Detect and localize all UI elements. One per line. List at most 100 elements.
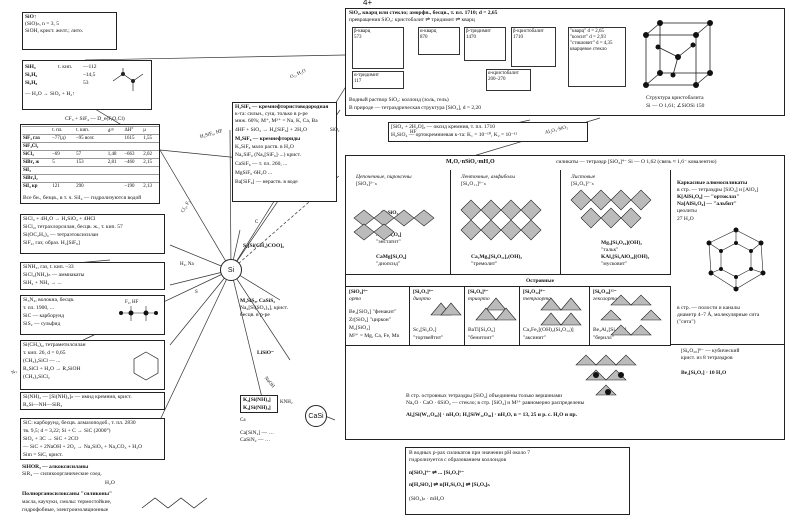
form-temp: 1710	[513, 35, 523, 40]
arrow-label: S	[195, 290, 198, 295]
form-box: α-тридимит 117	[352, 71, 404, 89]
arrow-label: HF	[410, 130, 417, 135]
silicates-formula: MₓOᵧ·nSiO₂·mH₂O	[446, 159, 495, 165]
framework-panel: Каркасные алюмосиликаты в стр. — тетраэд…	[671, 170, 784, 345]
form-box: β-кварц 573	[352, 27, 404, 69]
form-temp: 117	[354, 79, 362, 84]
sic-line: SiS₂ — сульфид	[23, 321, 61, 327]
sinh3-box: Si(NH)₂ — [Si(NH)₂]ₙ — имид кремния, кри…	[20, 392, 165, 410]
cell: 2,81	[106, 158, 124, 167]
framework-line: Na[AlSi₃O₈] — "альбит"	[677, 201, 737, 207]
sio2-title2: превращения SiO₂: кристобалит ⇌ тридимит…	[349, 17, 475, 23]
chain-item: "энстатит"	[376, 239, 401, 245]
form-box: α-кристобалит 200–270	[486, 69, 531, 91]
sio2-title: SiO₂, кварц или стекло; аморфн., бесцв.,…	[349, 10, 498, 16]
sic-main-box: SiC: карборунд, бесцв. алмазоподоб., т. …	[20, 418, 165, 460]
island-panel: [Si₆O₁₈]¹²⁻ гексаорто Be₃Al₂[Si₆O₁₈] "бе…	[590, 286, 671, 346]
cell	[106, 134, 124, 143]
silane-b-2: –14,5	[83, 72, 96, 78]
chain-title: Цепочечные, пироксены	[356, 174, 412, 180]
form-box: β-тридимит 1470	[464, 27, 506, 61]
island-item: "бенитоит"	[468, 335, 494, 341]
silox-line: SiHOR₃ — алкоксисиланы	[22, 464, 89, 470]
island-name: диорто	[413, 296, 431, 302]
cell: 57	[75, 150, 107, 159]
framework-bottom: диаметр 4–7 Å, молекулярные сита	[677, 312, 760, 318]
sio2-forms-list: "кварц" d = 2,65 "коэсит" d = 2,93 "стиш…	[568, 27, 626, 87]
organic-line: (CH₃)₃SiCl — ...	[23, 358, 61, 364]
halides-table-box: t. пл. t. кип. d²⁰ ΔH° μ SiF₄ газ–77(д)–…	[20, 124, 160, 204]
sic-main-line: тв. 9,5; d = 3,22; Si + C → SiC (2000°)	[23, 428, 111, 434]
framework-line: K[AlSi₃O₈] — "ортоклаз"	[677, 194, 740, 200]
chain-title: Ленточные, амфиболы	[461, 174, 516, 180]
note-line: "коэсит" d = 2,93	[570, 35, 606, 40]
chain-item: Mg₃[Si₄O₁₀](OH)₂	[601, 240, 642, 246]
silane-formula-1: SiH₄	[25, 64, 36, 70]
silane-note: — H₂O → SiO₂ + H₂↑	[25, 91, 75, 97]
chain-formula: [Si₂O₅]²⁻ₙ	[571, 181, 594, 187]
island-formula: [SiO₄]⁴⁻	[349, 289, 368, 295]
cell: SiBr₄ ж	[22, 158, 52, 167]
chain-title: Листовые	[571, 174, 596, 180]
silicone-line: Полиорганосилоксаны "силиконы"	[22, 491, 113, 497]
sich-label: S₂[Si(CH₃)COO]₄	[243, 243, 284, 249]
organic-line: т. кип. 26, d = 0,65	[23, 350, 66, 356]
ms-si-label: бесцв. в р-ре	[240, 312, 270, 318]
h2sif6-line: M₂SiF₆ — кремнефториды	[235, 136, 301, 142]
cell	[106, 182, 124, 190]
ca-si-label: Ca[SiN₂] — …	[240, 430, 274, 436]
arrow-label: H₂, Na	[180, 262, 194, 267]
ms-si-label: Na₄[Si(SO₄)₄], крист.	[240, 305, 289, 311]
note-line: кварцевое стекло	[570, 47, 607, 52]
th-1: t. пл.	[51, 126, 76, 135]
cube-caption: Si — O 1,61; ∠SiOSi 150	[646, 103, 705, 109]
form-temp: 1470	[466, 35, 476, 40]
th-4: ΔH°	[123, 126, 143, 135]
h2sif6-line: Na₂SiF₆ (Na₂[SiF₆]·...) крист.	[235, 152, 301, 158]
hydrolysis-line: В водных р-рах силикатов при значении рН…	[409, 450, 530, 456]
cube-caption: Структура кристобалита	[646, 95, 704, 101]
silox-line: SiR₄ — силикоорганические соед.	[22, 471, 102, 477]
sicl-line: SiCl₄ + 4H₂O → H₄SiO₄ + 4HCl	[23, 216, 96, 222]
form-name: β-тридимит	[466, 29, 491, 34]
cell: 2,02	[142, 150, 159, 159]
chain-item: CaSiO₃	[381, 210, 399, 216]
sio-right-line: [Si₈O₂₀]⁸⁻ — кубический	[681, 348, 740, 354]
form-name: β-кристобалит	[513, 29, 544, 34]
organic-line: R₃SiCl + H₂O → R₃SiOH	[23, 366, 81, 372]
silanes-box: SiH₄ t. кип. —112 Si₂H₆ –14,5 Si₃H₈ 53 —…	[22, 60, 152, 110]
h2o-label: H₂O	[105, 480, 115, 486]
sic-box: Si₃N₄, волокна, бесцв. т. пл. 1900, ... …	[20, 295, 165, 335]
silane-b-3: 53	[83, 80, 89, 86]
chain-formula: [Si₄O₁₁]⁶⁻ₙ	[461, 181, 486, 187]
cell: SiI₄	[22, 166, 52, 175]
form-temp: 870	[420, 35, 428, 40]
island-item: Be₃Al₂[Si₆O₁₈]	[593, 327, 627, 333]
form-box: β-кристобалит 1710	[511, 27, 556, 67]
hydrolysis-line: гидролизуется с образованием коллоидов	[409, 457, 507, 463]
sio2-bottom: В природе — тетраэдрическая структура [S…	[349, 105, 482, 111]
island-item: Sc₂[Si₂O₇]	[413, 327, 437, 333]
th-3: d²⁰	[106, 126, 124, 135]
island-item: BaTi[Si₃O₉]	[468, 327, 495, 333]
note-line: "стишовит" d = 4,35	[570, 41, 613, 46]
chain-item: CaMg[Si₂O₆]	[376, 254, 407, 260]
arrow-label: SiO₂	[330, 128, 340, 133]
cl-note: CF₃ + SiF₄ — D_e(F,O,Cl)	[65, 116, 125, 122]
siloxane-chain-icon	[141, 497, 208, 509]
sic-main-line: — SiC + 2NaOH + 2O₂ → Na₂SiO₃ + Na₂CO₃ +…	[23, 444, 143, 450]
h2sif6-line: H₂SiF₆ — кремнефтористоводородная	[235, 104, 329, 110]
sio2-bottom: Водный раствор SiO₂: коллоид (золь, гель…	[349, 97, 449, 103]
sicl-line: SiCl₄, тетрахлорсилан, бесцв. ж., т. кип…	[23, 224, 123, 230]
page-number: 4+	[363, 0, 373, 7]
arrow-label: H₂SiF₆, HF	[199, 129, 224, 140]
sinh-box: SiNH₂, газ, t. кип. –33 SiCl₄(NH₃)ₙ — ам…	[20, 262, 165, 290]
island-name: триорто	[468, 296, 490, 302]
framework-bottom: в стр. — полости и каналы	[677, 305, 740, 311]
sic-main-line: SiO₂ + 3C → SiC + 2CO	[23, 436, 79, 442]
cell: SiF₄ газ	[22, 134, 52, 143]
cell: SiBr₃I₂	[22, 174, 52, 183]
halides-footer: Все бн., безцв., в т. ч. SiI₄ — гидролиз…	[23, 195, 142, 201]
